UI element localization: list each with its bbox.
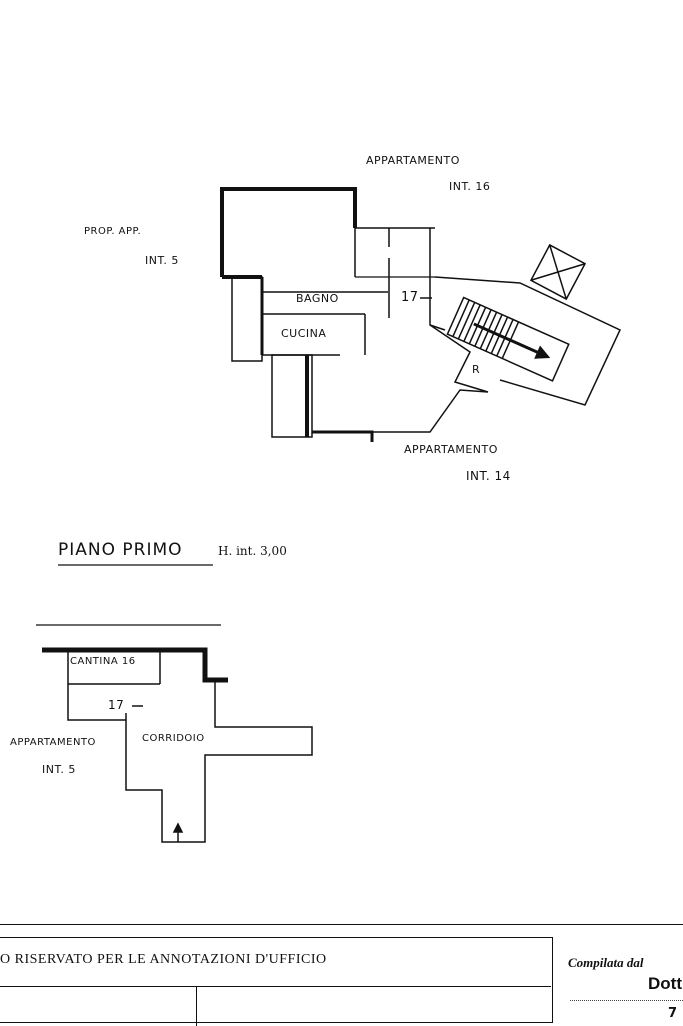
office-annotations-box: O RISERVATO PER LE ANNOTAZIONI D'UFFICIO [0, 937, 553, 1026]
footer-dotted-line [570, 1000, 683, 1001]
label-cantina: CANTINA 16 [70, 656, 136, 667]
label-corridoio: CORRIDOIO [142, 733, 205, 744]
office-annotations-heading: O RISERVATO PER LE ANNOTAZIONI D'UFFICIO [0, 952, 327, 967]
label-number-17-lower: 17 [108, 698, 125, 712]
label-cucina: CUCINA [281, 327, 327, 340]
footer-top-rule [0, 924, 683, 925]
label-prop-app: PROP. APP. [84, 226, 142, 237]
label-apartment-5-number: INT. 5 [42, 763, 76, 776]
label-apartment-16-number: INT. 16 [449, 180, 491, 193]
date-fragment: 7 [668, 1006, 678, 1021]
label-apartment-14-title: APPARTAMENTO [404, 443, 498, 456]
label-apartment-5-title: APPARTAMENTO [10, 737, 96, 748]
footer-divider [0, 986, 551, 987]
label-bagno: BAGNO [296, 292, 339, 305]
compiled-by-label: Compilata dal [568, 955, 644, 970]
label-r: R [472, 363, 481, 376]
compiler-name-fragment: Dott [648, 974, 682, 993]
footer-column-divider [196, 986, 197, 1026]
floor-title: PIANO PRIMO [58, 540, 183, 560]
label-prop-app-number: INT. 5 [145, 254, 179, 267]
upper-floor-plan [220, 187, 621, 442]
height-note: H. int. 3,00 [218, 544, 287, 558]
label-number-17-upper: 17 [401, 290, 419, 305]
label-apartment-16-title: APPARTAMENTO [366, 154, 460, 167]
label-apartment-14-number: INT. 14 [466, 469, 511, 483]
